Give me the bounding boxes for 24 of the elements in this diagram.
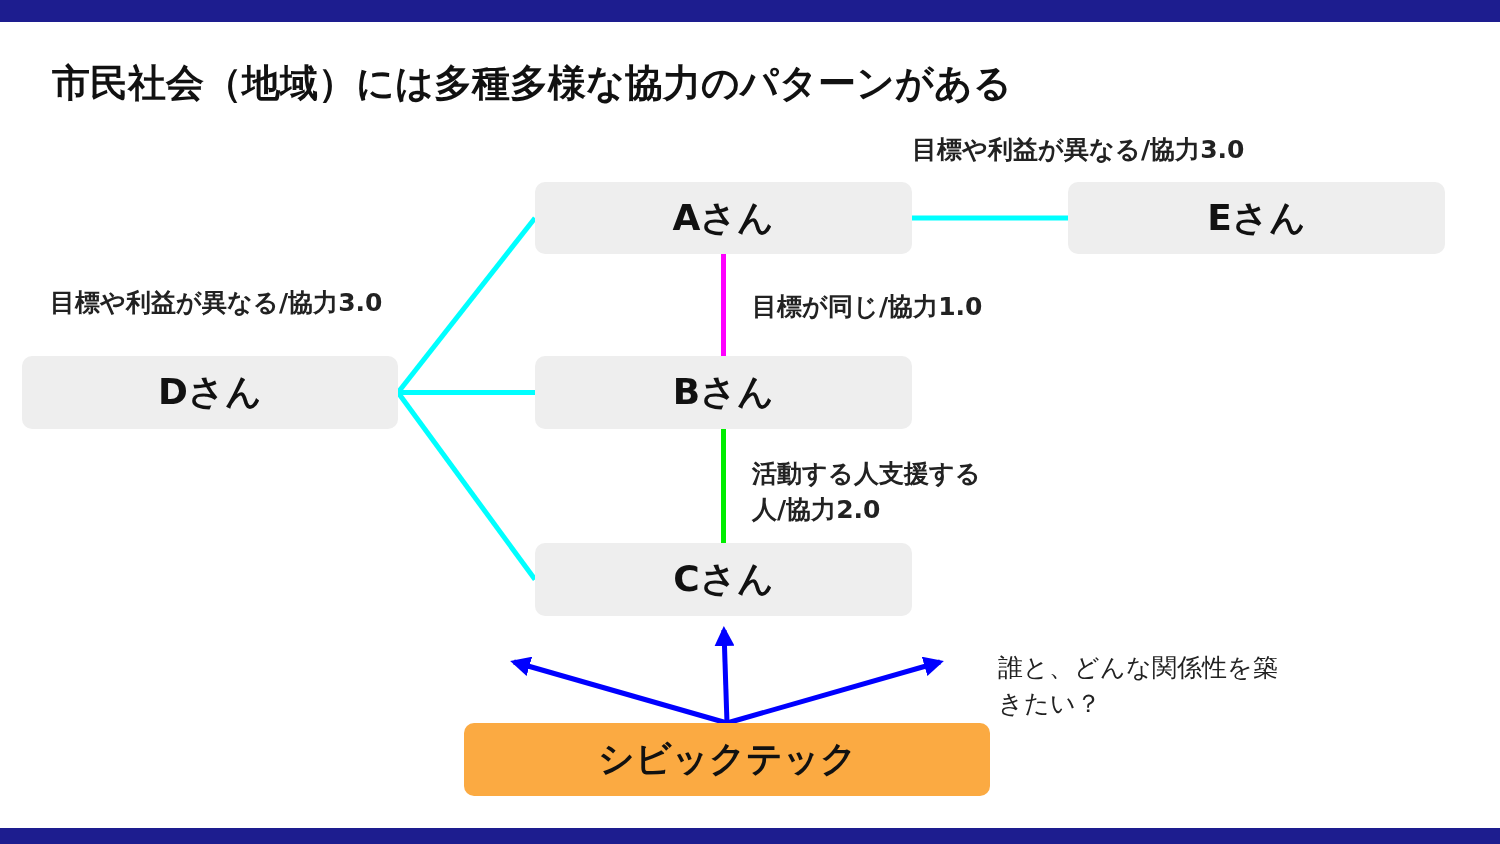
node-label: Cさん <box>673 557 774 601</box>
person-box <box>535 182 912 254</box>
connector-line <box>721 254 726 356</box>
note-text: 誰と、どんな関係性を築きたい？ <box>998 652 1279 720</box>
connector-line <box>912 215 1068 221</box>
process-box <box>464 723 990 796</box>
person-box <box>22 356 398 429</box>
node-label: シビックテック <box>597 737 857 781</box>
node-label: Bさん <box>672 370 775 414</box>
node-label: Eさん <box>1207 195 1306 240</box>
node-label: Dさん <box>158 370 262 414</box>
arrow <box>714 626 735 724</box>
person-box <box>535 543 912 616</box>
edge-label: 目標や利益が異なる/協力3.0 <box>50 287 384 319</box>
edge-label: 目標や利益が異なる/協力3.0 <box>912 134 1246 166</box>
edge-label: 目標が同じ/協力1.0 <box>752 291 984 323</box>
person-box <box>1068 182 1445 254</box>
node-label: Aさん <box>672 195 775 240</box>
connector-line <box>721 429 726 543</box>
connector-line <box>398 390 535 395</box>
edge-label: 活動する人支援する人/協力2.0 <box>752 458 982 526</box>
arrow <box>726 656 944 726</box>
person-box <box>535 356 912 429</box>
title: 市民社会（地域）には多種多様な協力のパターンがある <box>52 60 1012 107</box>
